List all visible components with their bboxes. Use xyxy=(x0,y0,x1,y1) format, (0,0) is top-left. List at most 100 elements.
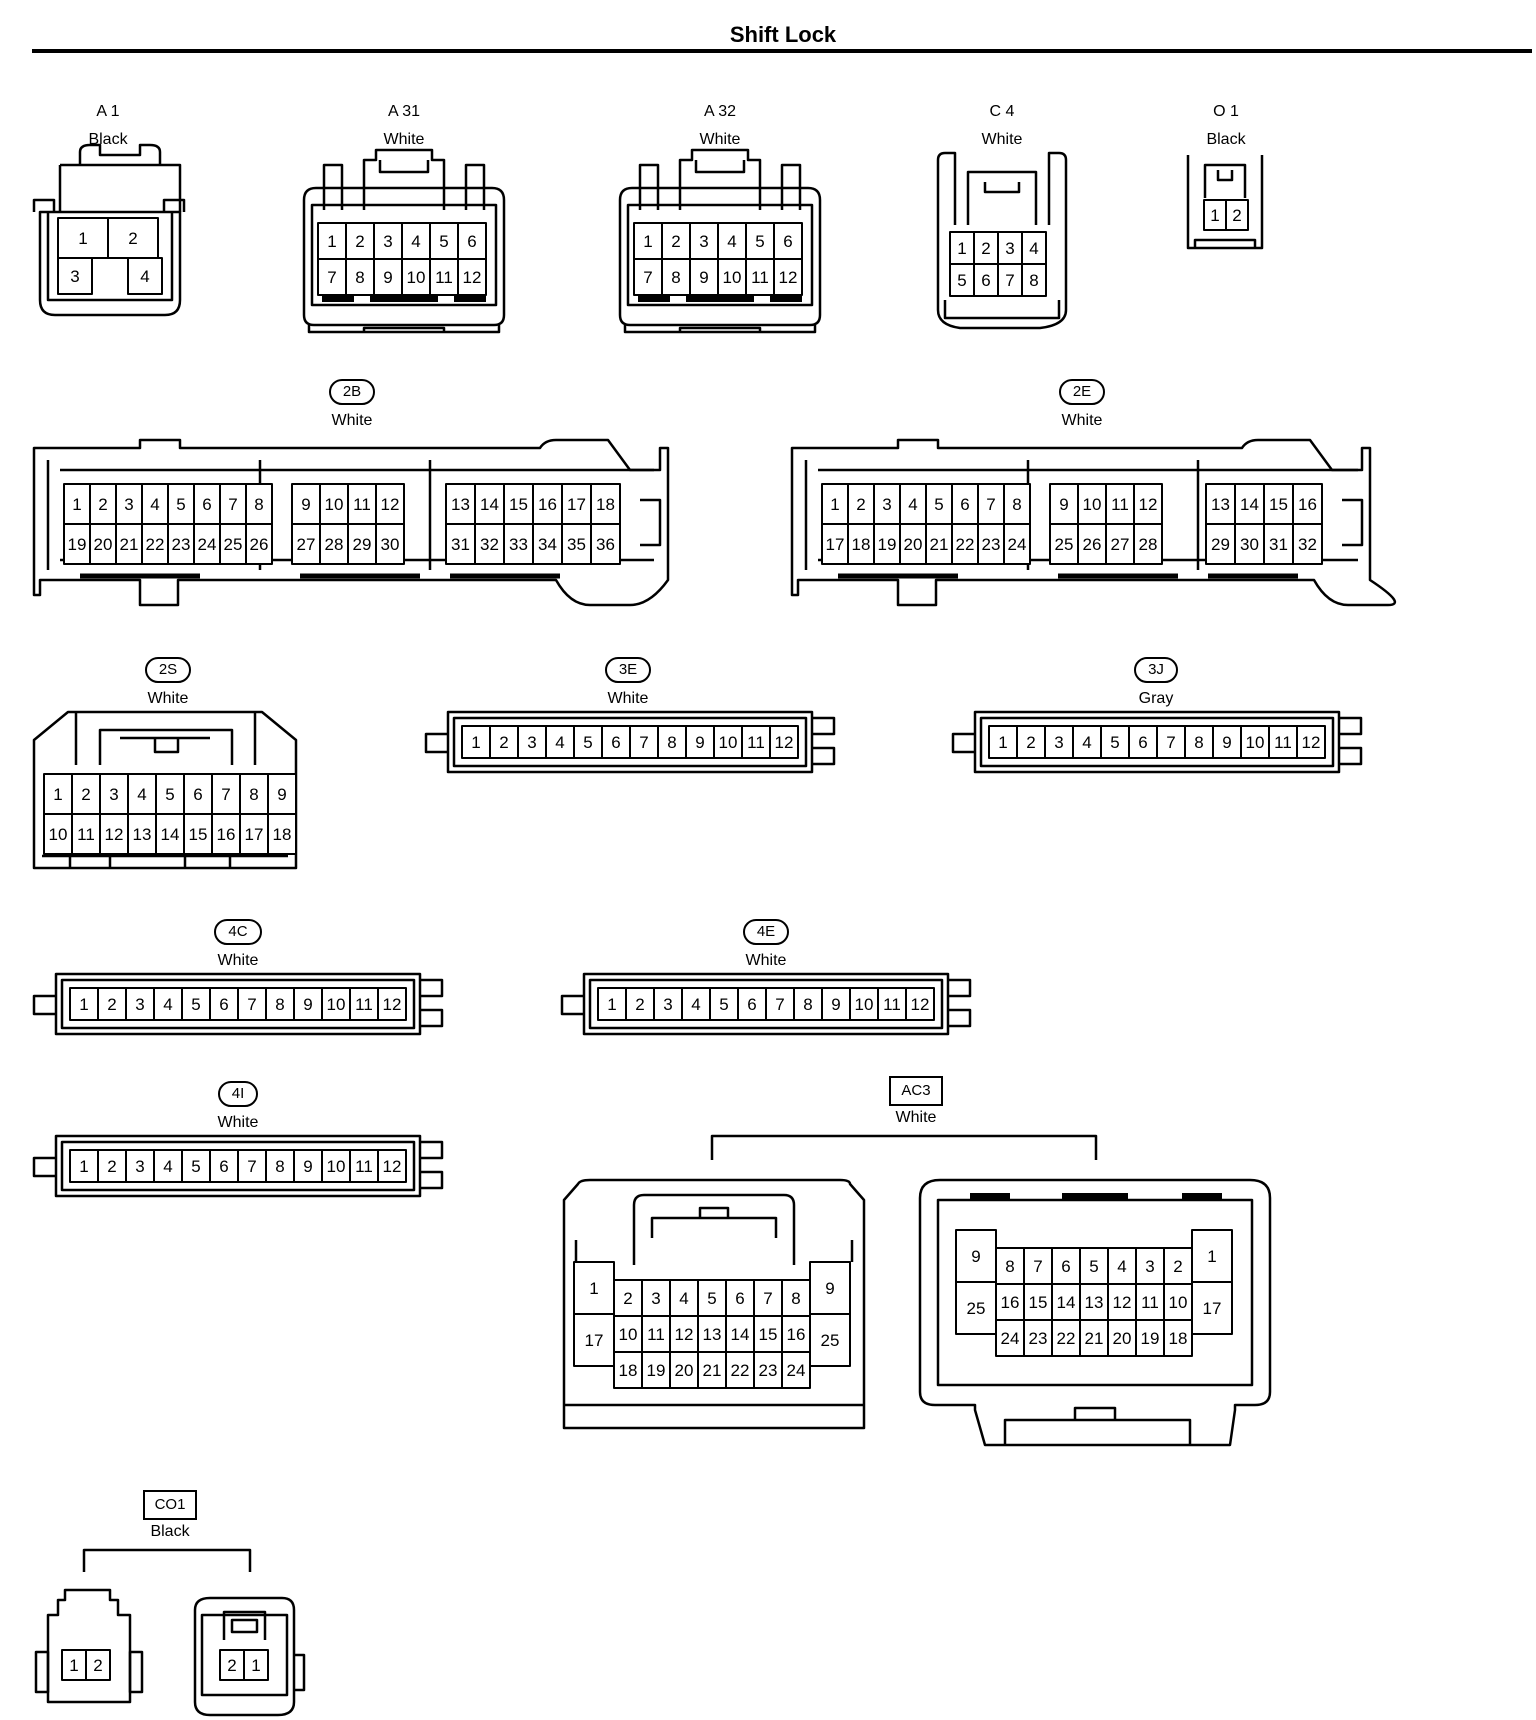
4i-pin-7: 7 xyxy=(237,1149,267,1183)
svg-text:5: 5 xyxy=(707,1289,716,1308)
svg-text:12: 12 xyxy=(779,268,798,287)
svg-text:14: 14 xyxy=(731,1325,750,1344)
2b-pin-20: 20 xyxy=(89,523,117,565)
2s-pin-12: 12 xyxy=(99,813,129,855)
ac3-left-pin-16: 16 xyxy=(781,1315,811,1353)
c4-pin-6: 6 xyxy=(973,263,999,297)
2b-pin-26: 26 xyxy=(245,523,273,565)
svg-text:2: 2 xyxy=(128,229,137,248)
4i-pin-10: 10 xyxy=(321,1149,351,1183)
svg-text:11: 11 xyxy=(355,995,373,1014)
ac3-left-pin-12: 12 xyxy=(669,1315,699,1353)
2e-pin-27: 27 xyxy=(1105,523,1135,565)
2b-pin-15: 15 xyxy=(503,483,534,525)
svg-text:2: 2 xyxy=(1232,206,1241,225)
4e-pin-3: 3 xyxy=(653,987,683,1021)
c4-pin-1: 1 xyxy=(949,231,975,265)
svg-text:11: 11 xyxy=(355,1157,373,1176)
svg-text:1: 1 xyxy=(471,733,480,752)
svg-text:36: 36 xyxy=(596,535,615,554)
3e-pin-8: 8 xyxy=(657,725,687,759)
ac3-right-pin-21: 21 xyxy=(1079,1319,1109,1357)
4i-pin-3: 3 xyxy=(125,1149,155,1183)
3j-pin-12: 12 xyxy=(1296,725,1326,759)
4e-pin-7: 7 xyxy=(765,987,795,1021)
2s-pin-16: 16 xyxy=(211,813,241,855)
2e-pin-19: 19 xyxy=(873,523,901,565)
co1-left-pin-2: 2 xyxy=(85,1649,111,1681)
3j-pin-5: 5 xyxy=(1100,725,1130,759)
connector-color: White xyxy=(217,952,259,969)
connector-code: 3J xyxy=(1134,657,1178,683)
2b-pin-18: 18 xyxy=(590,483,621,525)
2b-pin-9: 9 xyxy=(291,483,321,525)
svg-text:9: 9 xyxy=(303,995,312,1014)
svg-text:1: 1 xyxy=(1210,206,1219,225)
4i-pin-2: 2 xyxy=(97,1149,127,1183)
svg-text:1: 1 xyxy=(589,1279,598,1298)
3e-pin-6: 6 xyxy=(601,725,631,759)
3j-pin-9: 9 xyxy=(1212,725,1242,759)
svg-text:8: 8 xyxy=(1005,1257,1014,1276)
a32-pin-3: 3 xyxy=(689,222,719,260)
3e-pin-12: 12 xyxy=(769,725,799,759)
svg-text:1: 1 xyxy=(327,232,336,251)
svg-text:9: 9 xyxy=(971,1247,980,1266)
2b-pin-24: 24 xyxy=(193,523,221,565)
2b-pin-2: 2 xyxy=(89,483,117,525)
svg-text:2: 2 xyxy=(93,1656,102,1675)
ac3-right-pin-1: 1 xyxy=(1191,1229,1233,1283)
svg-text:2: 2 xyxy=(856,495,865,514)
a1-pin-2: 2 xyxy=(107,217,159,259)
2b-pin-21: 21 xyxy=(115,523,143,565)
svg-text:16: 16 xyxy=(787,1325,806,1344)
3j-pin-3: 3 xyxy=(1044,725,1074,759)
4c-pin-10: 10 xyxy=(321,987,351,1021)
svg-text:26: 26 xyxy=(1083,535,1102,554)
connector-code: A 32 xyxy=(703,103,737,120)
svg-text:5: 5 xyxy=(1089,1257,1098,1276)
2e-pin-17: 17 xyxy=(821,523,849,565)
connector-code: A 31 xyxy=(387,103,421,120)
connector-co1-right-housing xyxy=(193,1596,306,1717)
svg-text:22: 22 xyxy=(1057,1329,1076,1348)
2s-pin-9: 9 xyxy=(267,773,297,815)
svg-text:10: 10 xyxy=(327,995,346,1014)
svg-text:6: 6 xyxy=(467,232,476,251)
connector-color: White xyxy=(745,952,787,969)
svg-text:23: 23 xyxy=(759,1361,778,1380)
svg-text:3: 3 xyxy=(882,495,891,514)
svg-text:3: 3 xyxy=(527,733,536,752)
svg-text:2: 2 xyxy=(671,232,680,251)
2s-pin-17: 17 xyxy=(239,813,269,855)
2e-pin-8: 8 xyxy=(1003,483,1031,525)
ac3-left-pin-18: 18 xyxy=(613,1351,643,1389)
header-a1: A 1 Black xyxy=(38,98,178,154)
header-2s: 2S White xyxy=(98,656,238,713)
connector-ac3-right-housing xyxy=(918,1178,1272,1447)
svg-text:24: 24 xyxy=(198,535,217,554)
connector-color: White xyxy=(607,690,649,707)
o1-pin-1: 1 xyxy=(1203,199,1227,231)
2s-pin-18: 18 xyxy=(267,813,297,855)
svg-text:8: 8 xyxy=(1194,733,1203,752)
svg-text:12: 12 xyxy=(105,825,124,844)
svg-text:7: 7 xyxy=(639,733,648,752)
ac3-right-pin-13: 13 xyxy=(1079,1283,1109,1321)
2b-pin-11: 11 xyxy=(347,483,377,525)
4i-pin-4: 4 xyxy=(153,1149,183,1183)
svg-text:7: 7 xyxy=(327,268,336,287)
svg-text:34: 34 xyxy=(538,535,557,554)
svg-text:25: 25 xyxy=(967,1299,986,1318)
a32-pin-7: 7 xyxy=(633,258,663,296)
a1-pin-3: 3 xyxy=(57,257,93,295)
svg-text:15: 15 xyxy=(1029,1293,1048,1312)
svg-text:7: 7 xyxy=(986,495,995,514)
svg-text:4: 4 xyxy=(163,1157,172,1176)
svg-text:29: 29 xyxy=(353,535,372,554)
2b-pin-19: 19 xyxy=(63,523,91,565)
2b-pin-36: 36 xyxy=(590,523,621,565)
4i-pin-1: 1 xyxy=(69,1149,99,1183)
2b-pin-3: 3 xyxy=(115,483,143,525)
connector-a32-housing xyxy=(618,148,822,334)
